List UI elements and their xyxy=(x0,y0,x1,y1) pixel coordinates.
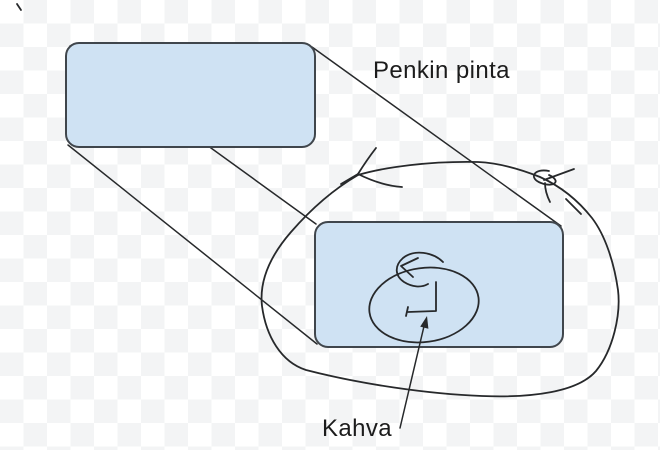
kahva-arrow xyxy=(399,316,429,429)
handle-l-tick xyxy=(405,306,409,317)
freehand-outline xyxy=(260,160,620,398)
kahva-arrow-line xyxy=(399,321,426,429)
outline-start-arrow-barb-left xyxy=(340,173,359,185)
outline-start-arrowhead xyxy=(340,147,403,188)
outline-start-arrow-barb-right xyxy=(357,173,403,188)
surface-label: Penkin pinta xyxy=(373,57,510,84)
handle-l-shape xyxy=(405,281,437,317)
scribble-barb-lower xyxy=(565,198,582,215)
scribble-loop xyxy=(532,169,557,186)
rotation-arrow-shaft xyxy=(395,251,444,288)
handle-label: Kahva xyxy=(322,415,392,442)
bench-front-face xyxy=(314,221,564,348)
rotation-arrowhead xyxy=(400,257,419,278)
outline-end-arrow-scribble xyxy=(532,168,582,215)
scribble-tail xyxy=(544,182,551,203)
stray-tick-mark xyxy=(16,3,22,11)
projection-line-bottom-left xyxy=(67,144,318,345)
projection-line-top-right xyxy=(311,46,562,227)
handle-ellipse xyxy=(368,266,480,344)
handle-l-stroke xyxy=(407,281,437,313)
scribble-barb-upper xyxy=(543,168,575,181)
bench-top-face xyxy=(65,42,316,148)
outline-start-arrow-stroke xyxy=(357,147,377,175)
rotation-arrow xyxy=(395,251,444,288)
kahva-arrowhead xyxy=(420,316,429,329)
